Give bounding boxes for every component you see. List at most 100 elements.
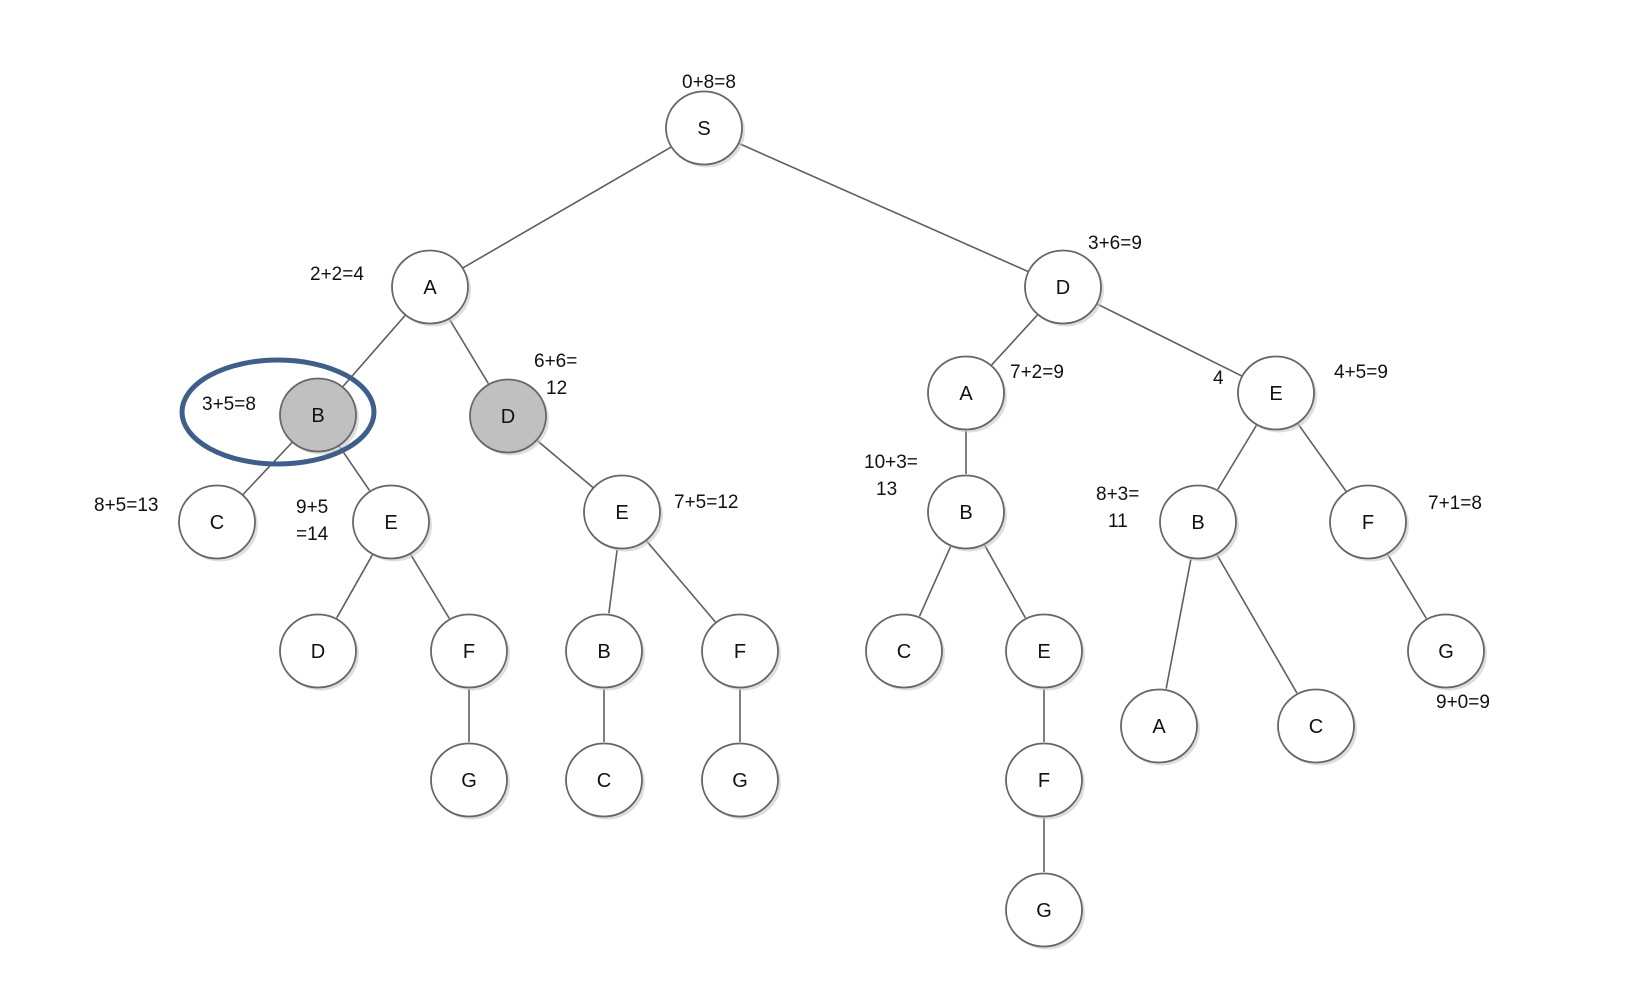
tree-node-d: D xyxy=(469,378,549,456)
node-label: F xyxy=(734,641,746,663)
node-label: C xyxy=(897,641,911,663)
node-circle xyxy=(865,613,943,689)
tree-node-f: F xyxy=(1005,742,1085,820)
node-label: G xyxy=(1438,641,1454,663)
node-circle xyxy=(1005,613,1083,689)
node-circle xyxy=(1237,355,1315,431)
node-label: G xyxy=(732,770,748,792)
node-circle xyxy=(565,742,643,818)
tree-node-d: D xyxy=(279,613,359,691)
tree-node-g: G xyxy=(1407,613,1487,691)
node-circle xyxy=(1329,484,1407,560)
cost-label: 6+6= xyxy=(534,351,577,372)
edge-n1-n15 xyxy=(738,142,1029,273)
cost-label: 11 xyxy=(1108,511,1128,532)
tree-node-f: F xyxy=(1329,484,1409,562)
tree-node-d: D xyxy=(1024,249,1104,327)
node-label: B xyxy=(311,405,324,427)
tree-node-c: C xyxy=(565,742,645,820)
node-circle xyxy=(279,613,357,689)
node-label: C xyxy=(597,770,611,792)
tree-node-b: B xyxy=(565,613,645,691)
cost-label: 10+3= xyxy=(864,452,918,473)
node-label: G xyxy=(461,770,477,792)
cost-label: 4+5=9 xyxy=(1334,362,1388,383)
tree-node-e: E xyxy=(1005,613,1085,691)
cost-label: 3+5=8 xyxy=(202,394,256,415)
cost-label: 3+6=9 xyxy=(1088,233,1142,254)
node-label: E xyxy=(615,502,628,524)
node-circle xyxy=(1407,613,1485,689)
edge-n10-n11 xyxy=(608,549,618,614)
node-label: S xyxy=(697,118,710,140)
node-label: C xyxy=(210,512,224,534)
edge-n22-n23 xyxy=(1216,425,1258,490)
node-circle xyxy=(565,613,643,689)
cost-label: 8+3= xyxy=(1096,484,1139,505)
node-circle xyxy=(430,742,508,818)
highlight-ellipse xyxy=(179,357,377,467)
cost-label: 9+0=9 xyxy=(1436,692,1490,713)
node-circle xyxy=(1159,484,1237,560)
node-label: F xyxy=(463,641,475,663)
edge-n10-n13 xyxy=(645,540,717,623)
tree-node-c: C xyxy=(178,484,258,562)
edge-n1-n2 xyxy=(462,146,672,269)
node-label: B xyxy=(1191,512,1204,534)
tree-node-c: C xyxy=(1277,688,1357,766)
node-label: A xyxy=(959,383,973,405)
cost-label: 7+1=8 xyxy=(1428,493,1482,514)
extra-cost-label: 4 xyxy=(1213,368,1224,389)
node-circle xyxy=(583,474,661,550)
node-label: F xyxy=(1038,770,1050,792)
tree-node-b: B xyxy=(279,377,359,455)
node-label: D xyxy=(1056,277,1070,299)
expanded-node-circle xyxy=(469,378,547,454)
tree-node-f: F xyxy=(430,613,510,691)
tree-node-c: C xyxy=(865,613,945,691)
node-label: E xyxy=(1269,383,1282,405)
node-label: D xyxy=(311,641,325,663)
node-circle xyxy=(391,249,469,325)
node-label: C xyxy=(1309,716,1323,738)
node-label: B xyxy=(597,641,610,663)
tree-node-a: A xyxy=(927,355,1007,433)
node-circle xyxy=(1005,872,1083,948)
edge-n23-n25 xyxy=(1216,554,1298,694)
tree-node-b: B xyxy=(1159,484,1239,562)
edge-n15-n16 xyxy=(991,314,1038,366)
cost-label: =14 xyxy=(296,524,329,545)
tree-node-g: G xyxy=(1005,872,1085,950)
node-circle xyxy=(701,613,779,689)
node-label: E xyxy=(384,512,397,534)
node-circle xyxy=(178,484,256,560)
tree-node-e: E xyxy=(1237,355,1317,433)
node-label: F xyxy=(1362,512,1374,534)
cost-label: 2+2=4 xyxy=(310,264,364,285)
tree-node-g: G xyxy=(701,742,781,820)
cost-label: 7+2=9 xyxy=(1010,362,1064,383)
node-circle xyxy=(1120,688,1198,764)
tree-node-g: G xyxy=(430,742,510,820)
node-circle xyxy=(352,484,430,560)
tree-node-e: E xyxy=(352,484,432,562)
node-circle xyxy=(1005,742,1083,818)
edge-n6-n7 xyxy=(336,554,373,619)
node-label: B xyxy=(959,502,972,524)
edge-n17-n18 xyxy=(918,546,952,617)
cost-label: 8+5=13 xyxy=(94,495,158,516)
node-label: G xyxy=(1036,900,1052,922)
node-circle xyxy=(665,90,743,166)
tree-node-s: S xyxy=(665,90,745,168)
tree-node-e: E xyxy=(583,474,663,552)
edge-n26-n27 xyxy=(1386,554,1428,619)
edge-n2-n4 xyxy=(448,319,490,384)
node-label: A xyxy=(423,277,437,299)
tree-node-f: F xyxy=(701,613,781,691)
node-circle xyxy=(1024,249,1102,325)
edge-n3-n5 xyxy=(242,442,293,495)
node-circle xyxy=(701,742,779,818)
